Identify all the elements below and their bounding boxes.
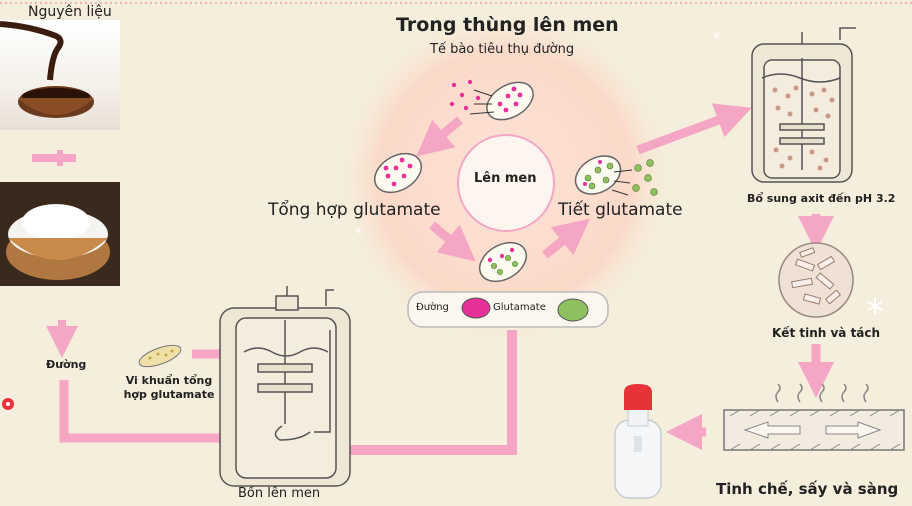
- fermentation-tank: [219, 286, 351, 487]
- secrete-label: Tiết glutamate: [558, 200, 683, 220]
- msg-bottle-icon: [614, 384, 662, 499]
- fermentation-center-circle: [457, 134, 555, 232]
- synthesize-label: Tổng hợp glutamate: [268, 200, 441, 220]
- bacteria-label: Vi khuẩn tổng hợp glutamate: [123, 374, 215, 401]
- crystallize-label: Kết tinh và tách: [772, 326, 881, 340]
- tank-particles: [772, 85, 835, 171]
- arrow-consume-to-synth: [416, 116, 463, 157]
- legend-box: [407, 291, 609, 328]
- pipe-to-tank: [330, 330, 517, 455]
- sparkle-icon: *: [355, 226, 362, 242]
- cell-synthesize: [373, 152, 423, 194]
- red-dot-center: [6, 402, 10, 406]
- crystals-icon: [778, 242, 854, 318]
- cell-bottom: [478, 241, 528, 283]
- arrow-bottom-to-secrete: [542, 218, 591, 259]
- fermentation-tank-label: Bồn lên men: [238, 486, 321, 501]
- starch-photo: [0, 182, 120, 286]
- sparkle-icon: *: [866, 292, 884, 333]
- bacteria-icon: [138, 344, 182, 368]
- arrow-sugar-to-tank: [59, 380, 268, 456]
- legend-sugar-label: Đường: [416, 302, 449, 313]
- fermentation-center-label: Lên men: [474, 171, 537, 186]
- sauce-photo: [0, 20, 120, 130]
- legend-sugar-swatch: [461, 297, 491, 319]
- sugar-label: Đường: [46, 358, 87, 371]
- refine-label: Tinh chế, sấy và sàng: [716, 480, 899, 498]
- arrow-synth-to-bottom: [429, 221, 476, 262]
- raw-material-label: Nguyên liệu: [28, 4, 112, 20]
- cell-consume-label: Tế bào tiêu thụ đường: [430, 42, 575, 57]
- dryer-icon: [723, 383, 905, 451]
- fermenter-title: Trong thùng lên men: [396, 14, 619, 36]
- legend-glutamate-swatch: [557, 298, 589, 322]
- sparkle-icon: *: [712, 28, 721, 49]
- arrow-to-top-tank: [636, 103, 752, 155]
- cell-consume: [449, 79, 534, 121]
- cell-secrete: [574, 155, 658, 196]
- legend-glutamate-label: Glutamate: [493, 302, 546, 313]
- acidification-tank: [751, 27, 856, 183]
- add-acid-label: Bổ sung axit đến pH 3.2: [747, 192, 896, 205]
